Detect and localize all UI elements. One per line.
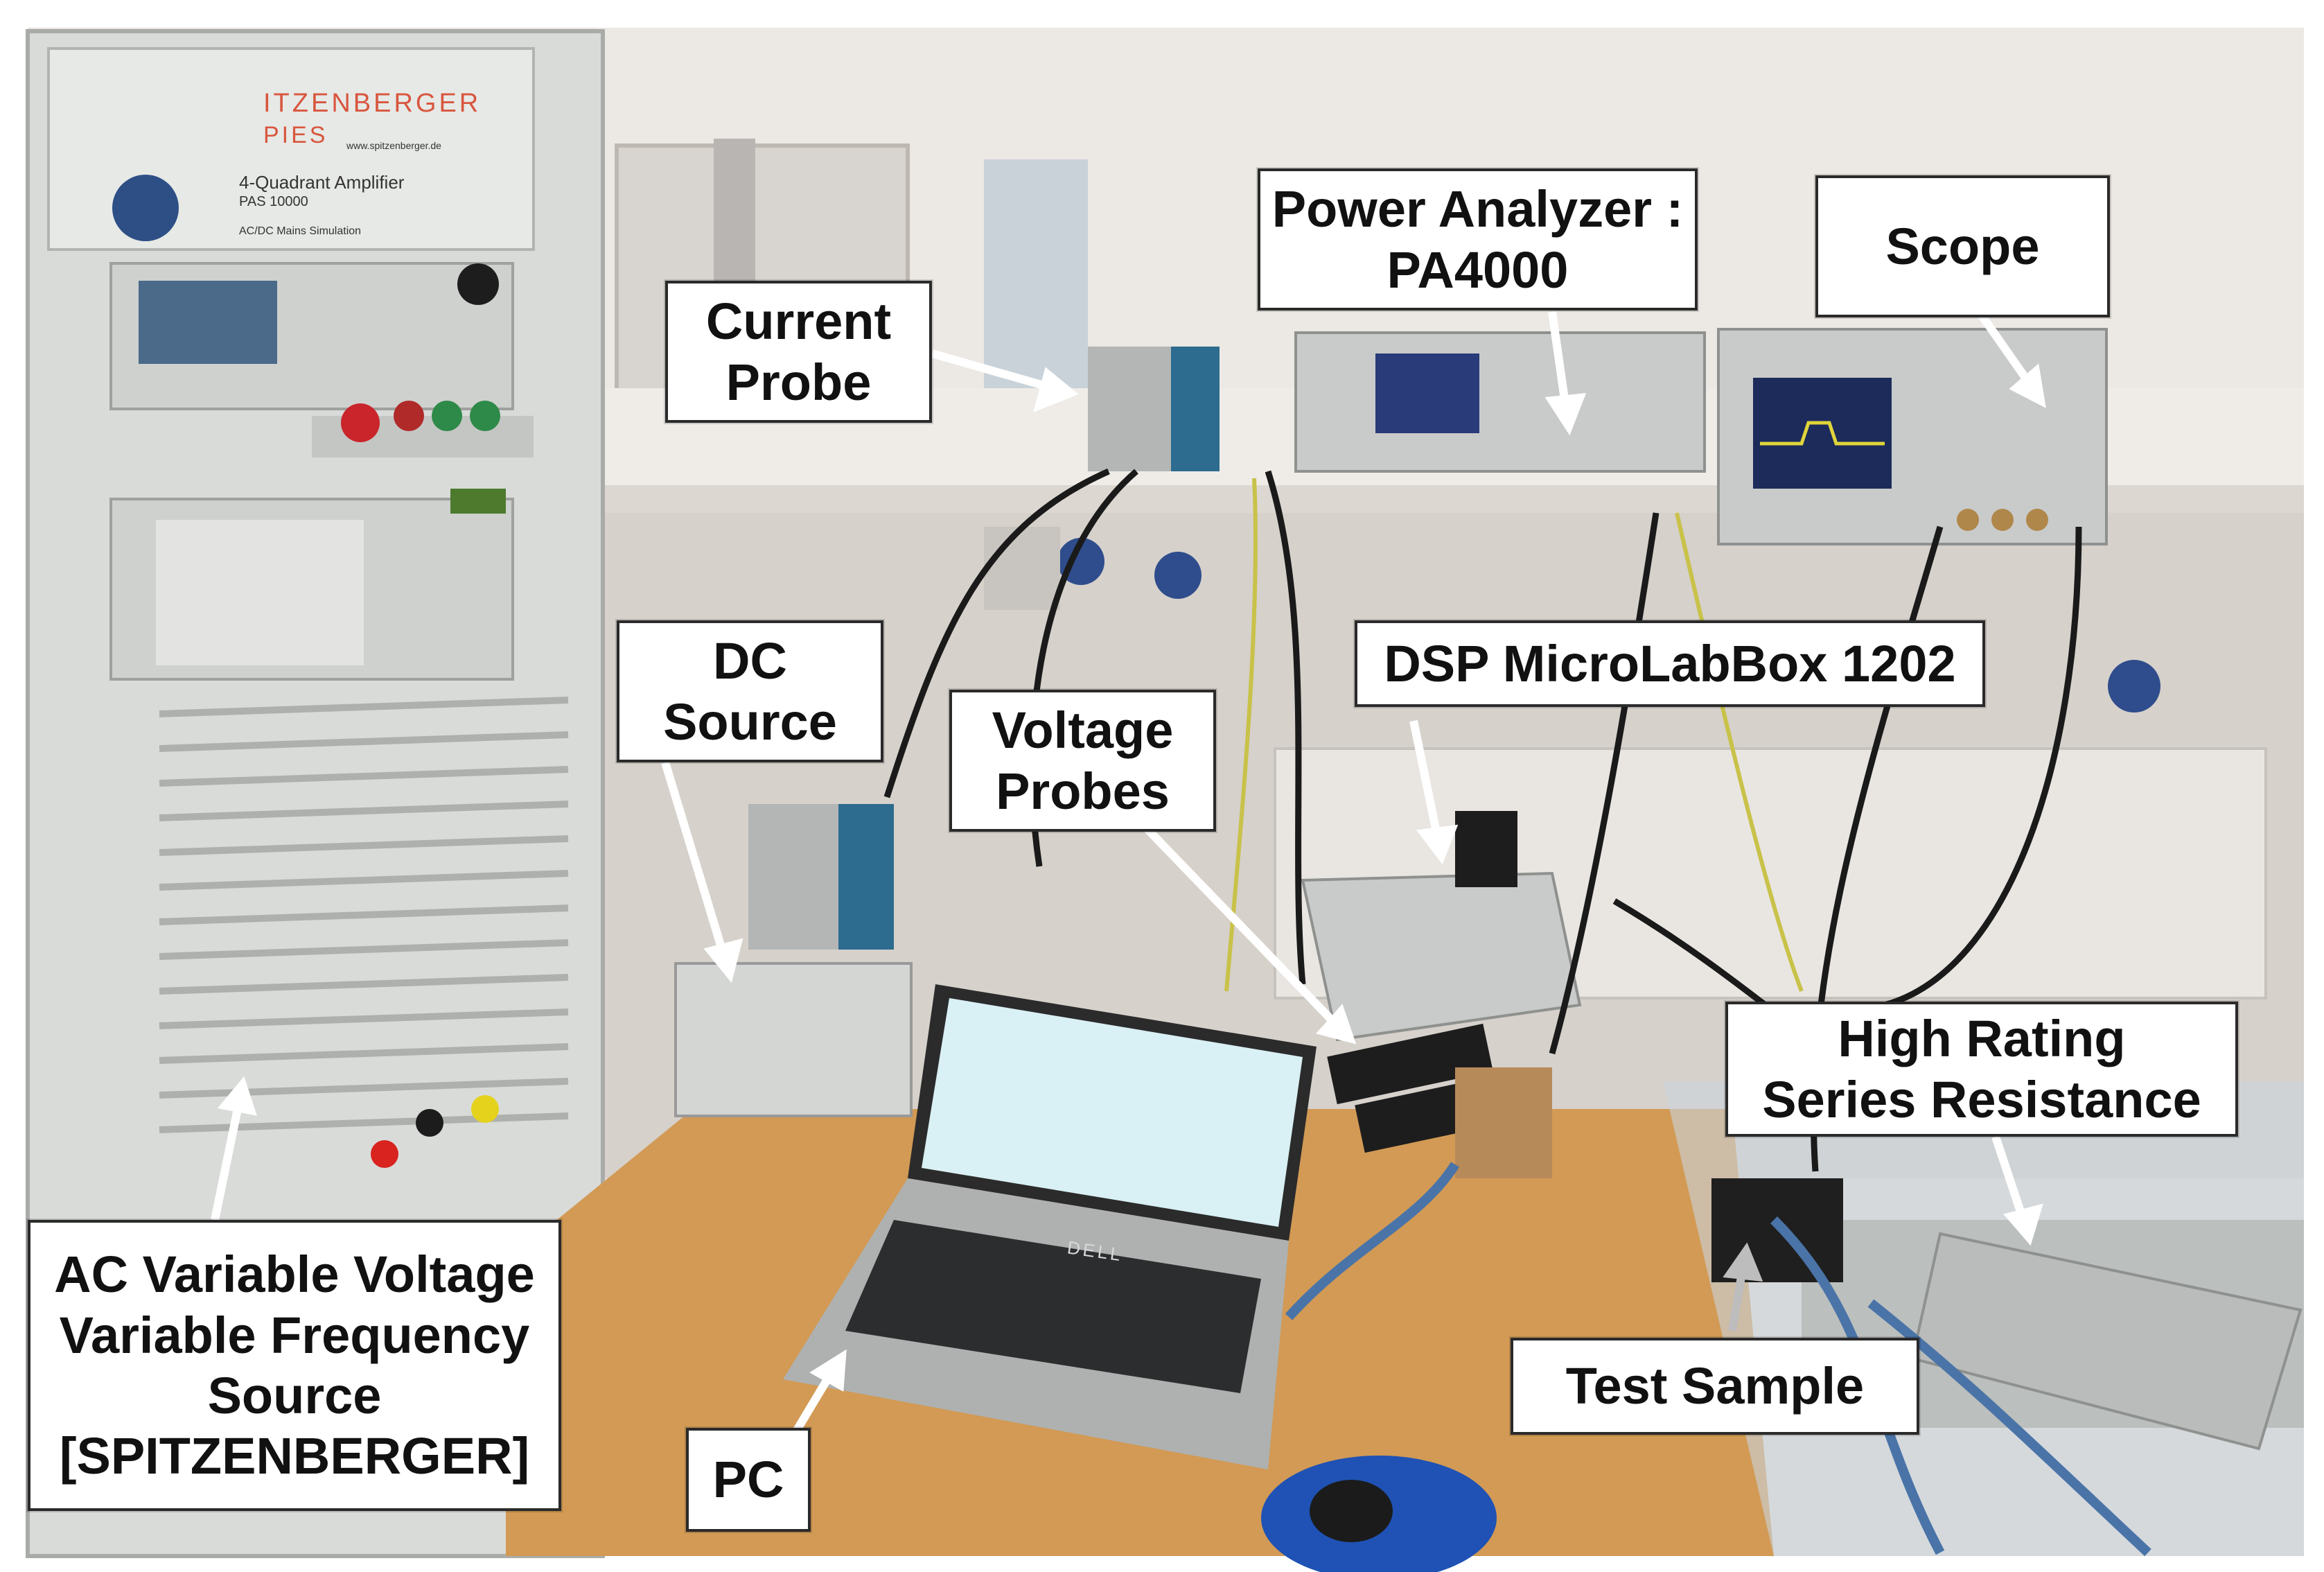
spitzenberger-website: www.spitzenberger.de [346,140,441,151]
label-test-sample-line-1: Test Sample [1565,1357,1865,1415]
label-high-rating-resistance: High Rating Series Resistance [1725,1002,2238,1137]
label-voltage-probes-line-2: Probes [996,762,1170,820]
label-voltage-probes-line-1: Voltage [992,701,1174,760]
label-pc-line-1: PC [712,1451,784,1509]
label-ac-source: AC Variable Voltage Variable Frequency S… [28,1220,561,1511]
label-dsp-microlabbox: DSP MicroLabBox 1202 [1355,620,1985,707]
label-current-probe-line-2: Probe [725,353,872,411]
label-power-analyzer: Power Analyzer : PA4000 [1258,168,1698,311]
label-dc-source-line-2: Source [663,692,837,751]
label-ac-source-line-4: [SPITZENBERGER] [59,1427,530,1485]
label-current-probe-line-1: Current [705,292,892,351]
spitzenberger-brand-line1: ITZENBERGER [263,89,482,118]
label-current-probe: Current Probe [665,281,932,423]
label-dc-source: DC Source [617,620,883,762]
label-voltage-probes: Voltage Probes [949,690,1216,832]
label-ac-source-line-3: Source [207,1367,382,1424]
label-power-analyzer-line-2: PA4000 [1387,241,1569,299]
label-ac-source-line-1: AC Variable Voltage [54,1246,535,1304]
label-ac-source-line-2: Variable Frequency [59,1306,530,1364]
spitzenberger-brand-line2: PIES [263,122,328,148]
label-dsp-microlabbox-line-1: DSP MicroLabBox 1202 [1384,634,1956,692]
label-dc-source-line-1: DC [713,632,787,690]
label-scope-line-1: Scope [1885,217,2040,275]
label-power-analyzer-line-1: Power Analyzer : [1271,180,1684,238]
label-pc: PC [686,1428,811,1532]
label-scope: Scope [1815,175,2110,317]
amplifier-model-subtitle: AC/DC Mains Simulation [239,225,362,237]
amplifier-model-title: 4-Quadrant Amplifier [239,172,405,193]
label-high-rating-resistance-line-2: Series Resistance [1762,1070,2201,1128]
label-test-sample: Test Sample [1511,1338,1919,1435]
amplifier-model-number: PAS 10000 [239,194,308,209]
label-high-rating-resistance-line-1: High Rating [1838,1010,2126,1068]
